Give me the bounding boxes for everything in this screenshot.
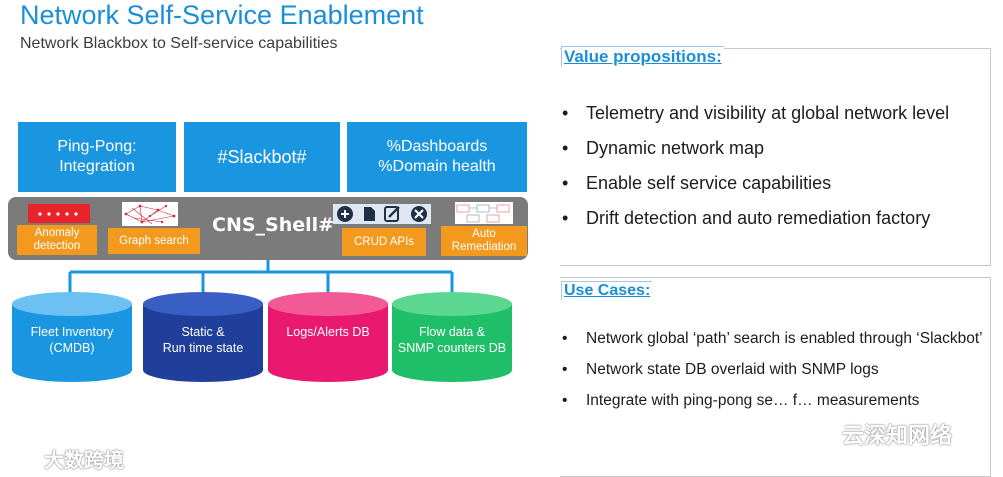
- db-label-line1: Fleet Inventory: [30, 325, 114, 339]
- bullet-icon: •: [562, 138, 569, 158]
- list-item-text: Drift detection and auto remediation fac…: [586, 208, 931, 228]
- bullet-icon: •: [562, 103, 569, 123]
- db-top: [268, 292, 388, 316]
- auto-remediation-module: Auto Remediation: [441, 226, 527, 256]
- bullet-icon: •: [562, 173, 569, 193]
- bullet-icon: •: [562, 392, 568, 409]
- connector-lines: [68, 260, 454, 296]
- db-top: [12, 292, 132, 316]
- anomaly-detection-module: Anomaly detection: [17, 225, 97, 255]
- anomaly-dots-icon: [38, 212, 78, 216]
- list-item: • Network state DB overlaid with SNMP log…: [562, 354, 992, 385]
- db-label: Static & Run time state: [143, 324, 263, 356]
- db-label-line2: (CMDB): [49, 341, 95, 355]
- db-logs-alerts: Logs/Alerts DB: [268, 292, 388, 382]
- slackbot-label: #Slackbot#: [217, 147, 307, 167]
- dashboards-box: %Dashboards %Domain health: [347, 122, 527, 192]
- bullet-icon: •: [562, 208, 569, 228]
- db-label: Flow data & SNMP counters DB: [392, 324, 512, 356]
- crud-apis-module: CRUD APIs: [342, 228, 426, 256]
- db-fleet-inventory: Fleet Inventory (CMDB): [12, 292, 132, 382]
- graph-search-module: Graph search: [108, 228, 200, 254]
- anomaly-line1: Anomaly: [34, 227, 80, 239]
- anomaly-thumbnail: [28, 204, 90, 223]
- list-item-text: Telemetry and visibility at global netwo…: [586, 103, 950, 123]
- auto-remediation-line1: Auto: [472, 228, 496, 240]
- ping-pong-line2: Integration: [59, 158, 135, 175]
- db-label: Logs/Alerts DB: [268, 324, 388, 340]
- watermark-left: 大数跨境: [8, 444, 124, 473]
- slackbot-box: #Slackbot#: [184, 122, 340, 192]
- crud-apis-label: CRUD APIs: [353, 235, 415, 248]
- db-top: [392, 292, 512, 316]
- watermark-left-text: 大数跨境: [44, 450, 124, 472]
- remediation-flow-icon: [456, 204, 510, 223]
- list-item: • Telemetry and visibility at global netw…: [562, 96, 992, 131]
- db-bottom: [12, 358, 132, 382]
- list-item-text: Dynamic network map: [586, 138, 765, 158]
- page-title: Network Self-Service Enablement: [20, 0, 424, 30]
- db-label-line2: Run time state: [162, 341, 244, 355]
- watermark-logo-icon: [9, 452, 42, 471]
- value-propositions-list: • Telemetry and visibility at global netw…: [562, 96, 992, 236]
- watermark-right: 云深知网络: [842, 418, 952, 450]
- edit-icon: [384, 206, 400, 222]
- use-cases-heading: Use Cases:: [561, 281, 653, 300]
- bullet-icon: •: [562, 330, 568, 347]
- add-icon: [337, 206, 353, 222]
- ping-pong-line1: Ping-Pong:: [57, 138, 137, 155]
- anomaly-line2: detection: [33, 240, 81, 252]
- page-subtitle: Network Blackbox to Self-service capabil…: [20, 35, 338, 52]
- list-item: • Drift detection and auto remediation fa…: [562, 201, 992, 236]
- cns-shell-label: CNS_Shell#: [212, 214, 335, 236]
- network-graph-icon: [124, 204, 176, 225]
- list-item: • Integrate with ping-pong se… f… measure…: [562, 385, 992, 416]
- crud-icons: [337, 206, 427, 222]
- bullet-icon: •: [562, 361, 568, 378]
- db-static-runtime: Static & Run time state: [143, 292, 263, 382]
- dashboards-line2: %Domain health: [378, 158, 496, 175]
- auto-remediation-line2: Remediation: [451, 241, 517, 253]
- remediation-thumbnail: [455, 202, 513, 224]
- db-label-line2: SNMP counters DB: [397, 341, 507, 355]
- db-bottom: [143, 358, 263, 382]
- list-item: • Network global ‘path’ search is enabled…: [562, 323, 992, 354]
- db-label-line1: Static &: [181, 325, 225, 339]
- graph-thumbnail: [122, 202, 178, 226]
- list-item-text: Network state DB overlaid with SNMP logs: [586, 361, 879, 378]
- db-label: Fleet Inventory (CMDB): [12, 324, 132, 356]
- list-item-text: Network global ‘path’ search is enabled …: [586, 330, 983, 347]
- graph-search-label: Graph search: [119, 234, 189, 247]
- db-flow-snmp: Flow data & SNMP counters DB: [392, 292, 512, 382]
- use-cases-list: • Network global ‘path’ search is enabled…: [562, 323, 992, 416]
- db-bottom: [268, 358, 388, 382]
- list-item: • Enable self service capabilities: [562, 166, 992, 201]
- db-bottom: [392, 358, 512, 382]
- crud-icon-strip: [333, 204, 431, 224]
- list-item-text: Integrate with ping-pong se… f… measurem…: [586, 392, 920, 409]
- value-propositions-panel: [560, 48, 991, 266]
- delete-icon: [411, 206, 427, 222]
- ping-pong-box: Ping-Pong: Integration: [18, 122, 176, 192]
- list-item-text: Enable self service capabilities: [586, 173, 832, 193]
- db-top: [143, 292, 263, 316]
- dashboards-line1: %Dashboards: [386, 138, 488, 155]
- document-icon: [364, 207, 375, 221]
- db-label-line1: Logs/Alerts DB: [286, 325, 370, 339]
- watermark-right-text: 云深知网络: [842, 423, 953, 448]
- db-label-line1: Flow data &: [418, 325, 485, 339]
- value-propositions-heading: Value propositions:: [561, 46, 724, 67]
- list-item: • Dynamic network map: [562, 131, 992, 166]
